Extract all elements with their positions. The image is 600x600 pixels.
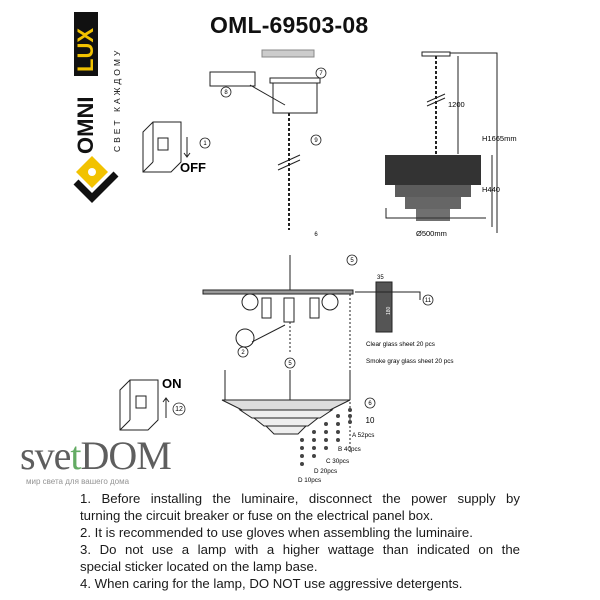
clear-glass-label: Clear glass sheet 20 pcs xyxy=(366,341,435,348)
bead-b-label: B 40pcs xyxy=(338,446,361,453)
step-5b-label: 5 xyxy=(288,361,292,367)
body-height-label: H440 xyxy=(482,185,500,194)
logo-lux: LUX xyxy=(73,28,98,72)
step-6b-label: 6 xyxy=(314,232,318,238)
instruction-line: 4. When caring for the lamp, DO NOT use … xyxy=(80,576,463,591)
instruction-line: turning the circuit breaker or fuse on t… xyxy=(80,508,434,523)
switch-on-label: ON xyxy=(162,376,182,391)
svetdom-watermark: svetDOM xyxy=(20,433,172,478)
watermark-tagline: мир света для вашего дома xyxy=(26,477,130,486)
sheet-height-label: 180 xyxy=(386,306,392,315)
step-12-label: 12 xyxy=(175,406,183,413)
step-9-label: 9 xyxy=(314,138,318,144)
page-title: OML-69503-08 xyxy=(210,12,369,38)
step-6-label: 6 xyxy=(368,401,372,407)
bead-d20-label: D 20pcs xyxy=(314,468,337,475)
step-5-label: 5 xyxy=(350,258,354,264)
instruction-line: 1. Before installing the luminaire, disc… xyxy=(80,491,520,506)
logo-omni: OMNI xyxy=(73,97,98,154)
step-11-label: 11 xyxy=(425,298,432,304)
safety-instructions: 1. Before installing the luminaire, disc… xyxy=(80,490,520,592)
logo-tagline: СВЕТ КАЖДОМУ xyxy=(112,48,122,152)
step-8-label: 8 xyxy=(224,90,228,96)
smoke-glass-label: Smoke gray glass sheet 20 pcs xyxy=(366,358,454,365)
switch-off-label: OFF xyxy=(180,160,206,175)
bead-d10-label: D 10pcs xyxy=(298,477,321,484)
diameter-label: Ø500mm xyxy=(416,229,447,238)
bead-a-label: A 52pcs xyxy=(352,432,374,439)
step-10-label: 10 xyxy=(366,416,375,425)
instruction-line: 3. Do not use a lamp with a higher watta… xyxy=(80,542,520,557)
step-1-label: 1 xyxy=(203,141,207,147)
omnilux-logo: LUX OMNI СВЕТ КАЖДОМУ xyxy=(73,12,122,203)
bead-c-label: C 30pcs xyxy=(326,458,349,465)
step-7-label: 7 xyxy=(319,71,323,77)
assembly-diagram: 1 2 5 5 6 7 8 9 6 10 11 12 OFF ON 1200 H… xyxy=(119,49,517,484)
instruction-line: 2. It is recommended to use gloves when … xyxy=(80,525,473,540)
step-2-label: 2 xyxy=(241,350,245,356)
total-height-label: H1665mm xyxy=(482,134,517,143)
chain-length-label: 1200 xyxy=(448,100,465,109)
sheet-width-label: 35 xyxy=(377,275,384,281)
instruction-line: special sticker located on the lamp base… xyxy=(80,559,318,574)
